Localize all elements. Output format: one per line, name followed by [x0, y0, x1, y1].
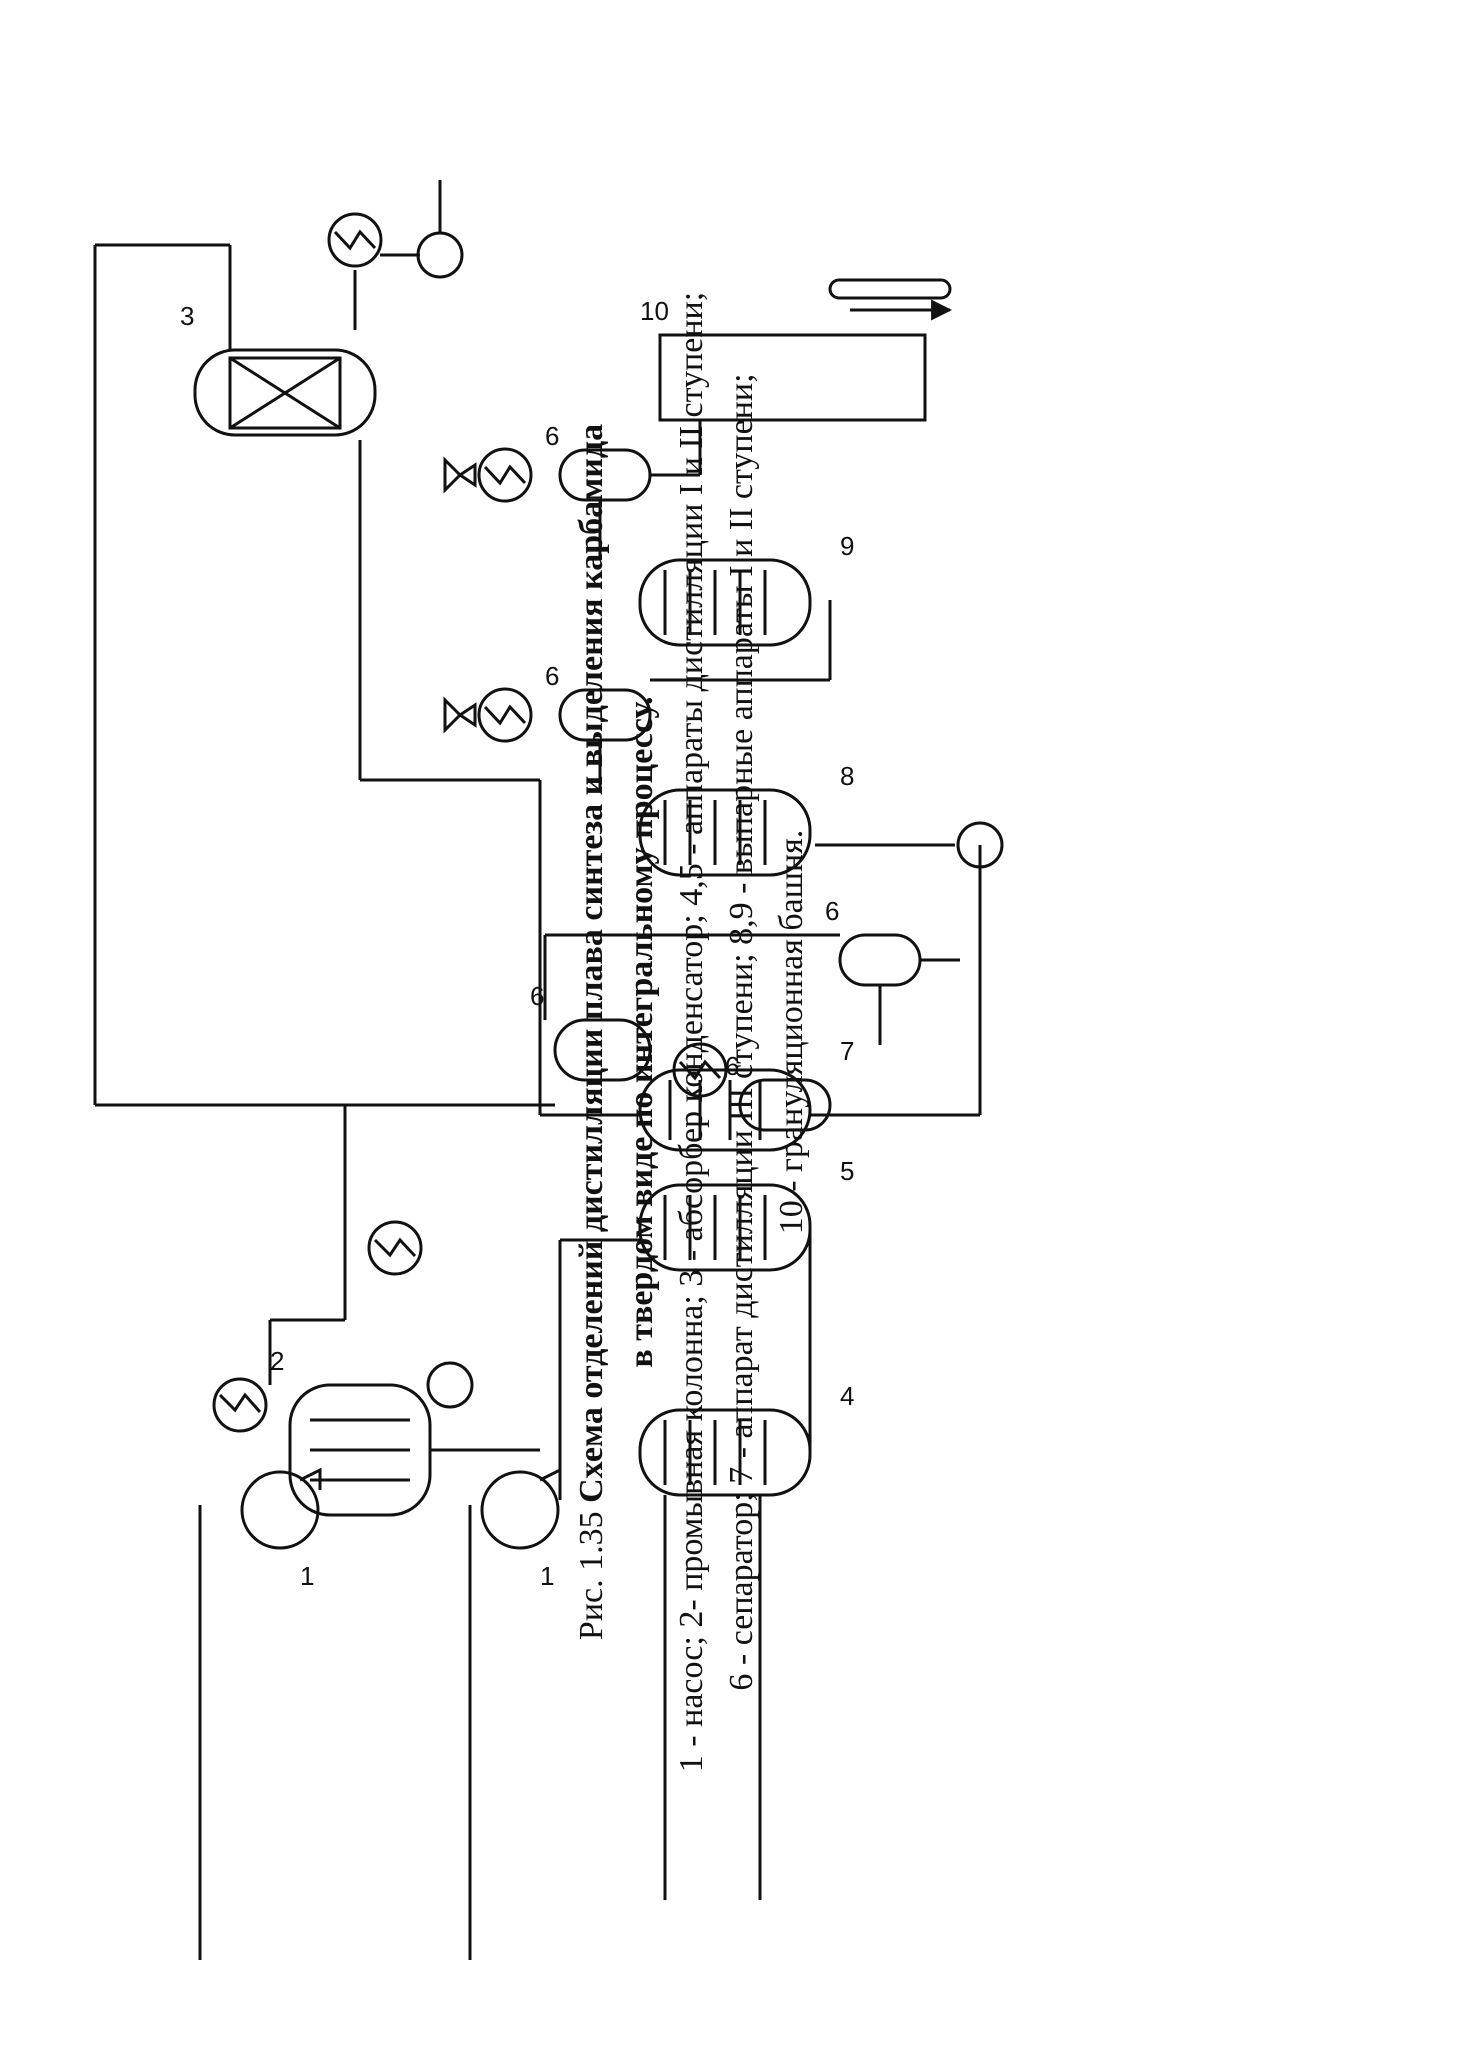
caption-title: Рис. 1.35 Схема отделений дистилляции пл… — [573, 82, 611, 1982]
label-wash-column-2: 2 — [270, 1346, 284, 1376]
pump-left-mid — [426, 1361, 474, 1409]
caption-legend-line3: 10 - грануляционная башня. — [773, 829, 810, 1235]
label-sep-6e: 6 — [545, 421, 559, 451]
caption-title-line2: в твердом виде по интегральному процессу… — [623, 696, 660, 1368]
label-evap-8: 8 — [840, 761, 854, 791]
figure-caption: Рис. 1.35 Схема отделений дистилляции пл… — [563, 82, 893, 1982]
label-dist-7: 7 — [840, 1036, 854, 1066]
separator-6-left — [553, 1018, 652, 1082]
ejector-a — [443, 696, 477, 734]
ejector-b — [443, 456, 477, 494]
label-pump-1a: 1 — [300, 1561, 314, 1591]
label-absorber-3: 3 — [180, 301, 194, 331]
caption-legend-line1: 1 - насос; 2- промывная колонна; 3 - абс… — [673, 291, 710, 1773]
pump-1a — [240, 1467, 322, 1550]
separator-6-middle — [738, 1078, 832, 1132]
heat-exchanger-upper-a — [477, 687, 533, 743]
label-evap-9: 9 — [840, 531, 854, 561]
piping — [93, 180, 982, 1960]
caption-legend-line2: 6 - сепаратор; 7 - аппарат дистилляции I… — [723, 373, 760, 1691]
heat-exchanger-middle — [672, 1042, 728, 1098]
separator-6-upper-a — [558, 688, 652, 742]
label-sep-6a: 6 — [530, 981, 544, 1011]
label-sep-6b: 6 — [725, 1051, 739, 1081]
evaporator-8 — [638, 788, 812, 877]
caption-title-line1: Схема отделений дистилляции плава синтез… — [573, 423, 610, 1503]
equipment-labels: 1 1 2 3 4 5 6 6 6 6 6 7 8 9 10 — [180, 296, 854, 1591]
absorber-3 — [193, 348, 377, 437]
label-pump-1b: 1 — [540, 1561, 554, 1591]
heat-exchanger-mid-left — [367, 1220, 423, 1276]
label-sep-6c: 6 — [825, 896, 839, 926]
distillation-5 — [638, 1183, 812, 1272]
conveyor — [828, 278, 953, 321]
wash-column-2 — [288, 1383, 432, 1517]
heat-exchanger-top — [327, 212, 383, 268]
label-prill-10: 10 — [640, 296, 669, 326]
evaporator-9 — [638, 558, 812, 647]
heat-exchanger-left — [212, 1377, 268, 1433]
pump-1b — [480, 1467, 562, 1550]
label-dist-4: 4 — [840, 1381, 854, 1411]
caption-number: Рис. 1.35 — [573, 1511, 610, 1641]
label-dist-5: 5 — [840, 1156, 854, 1186]
prilling-tower-10 — [658, 333, 927, 422]
heat-exchanger-upper-b — [477, 447, 533, 503]
pump-top — [416, 231, 464, 279]
label-sep-6d: 6 — [545, 661, 559, 691]
